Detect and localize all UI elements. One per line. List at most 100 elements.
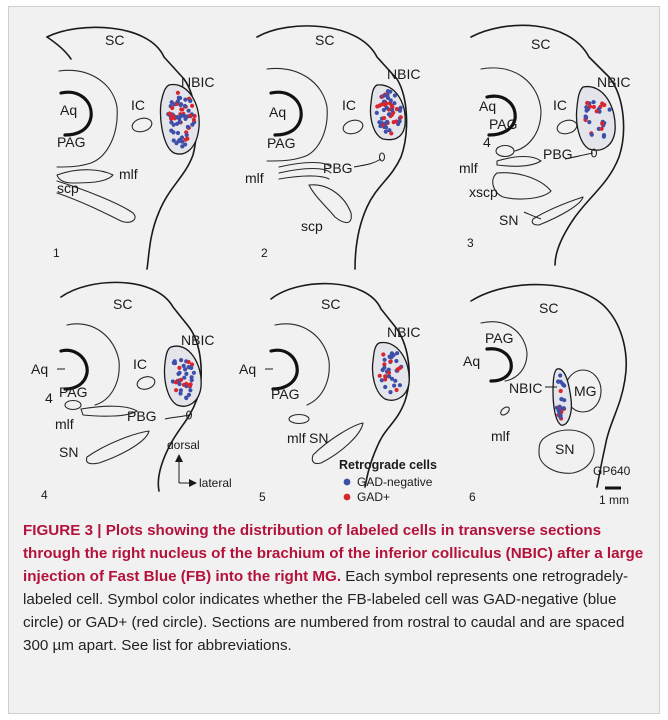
label-mlf: mlf: [119, 166, 138, 182]
labeled-cell-dot: [188, 388, 192, 392]
label-nbic: NBIC: [181, 332, 214, 348]
labeled-cell-dot: [385, 106, 389, 110]
label-pag: PAG: [489, 116, 518, 132]
label-pag: PAG: [485, 330, 514, 346]
labeled-cell-dot: [187, 360, 191, 364]
labeled-cell-dot: [392, 384, 396, 388]
labeled-cell-dot: [600, 101, 604, 105]
labeled-cell-dot: [387, 128, 391, 132]
label-mlf: mlf: [245, 170, 264, 186]
labeled-cell-dot: [592, 105, 596, 109]
nbic-outline: [577, 87, 616, 151]
labeled-cell-dot: [602, 133, 606, 137]
labeled-cell-dot: [173, 359, 177, 363]
labeled-cell-dot: [595, 109, 599, 113]
labeled-cell-dot: [389, 359, 393, 363]
labeled-cell-dot: [170, 106, 174, 110]
labeled-cell-dot: [171, 130, 175, 134]
labeled-cell-dot: [192, 118, 196, 122]
label-four: 4: [483, 134, 491, 150]
labeled-cell-dot: [388, 390, 392, 394]
labeled-cell-dot: [559, 397, 563, 401]
labeled-cell-dot: [188, 99, 192, 103]
label-aq: Aq: [463, 353, 480, 369]
labeled-cell-dot: [395, 388, 399, 392]
label-sn: SN: [59, 444, 78, 460]
label-mlf: mlf: [491, 428, 510, 444]
label-sc: SC: [315, 32, 334, 48]
labeled-cell-dot: [184, 372, 188, 376]
labeled-cell-dot: [590, 133, 594, 137]
labeled-cell-dot: [398, 109, 402, 113]
labeled-cell-dot: [189, 366, 193, 370]
labeled-cell-dot: [188, 114, 192, 118]
labeled-cell-dot: [179, 114, 183, 118]
panel-1: SC NBIC Aq IC PAG mlf scp 1: [47, 27, 214, 269]
labeled-cell-dot: [185, 133, 189, 137]
labeled-cell-dot: [585, 109, 589, 113]
labeled-cell-dot: [190, 123, 194, 127]
labeled-cell-dot: [385, 120, 389, 124]
labeled-cell-dot: [383, 385, 387, 389]
figure-frame: SC NBIC Aq IC PAG mlf scp 1: [8, 6, 660, 714]
labeled-cell-dot: [179, 358, 183, 362]
labeled-cell-dot: [169, 117, 173, 121]
labeled-cell-dot: [178, 371, 182, 375]
legend: Retrograde cells GAD-negative GAD+: [339, 458, 437, 504]
panel-number: 3: [467, 236, 474, 250]
label-xscp: xscp: [469, 184, 498, 200]
label-nbic: NBIC: [387, 324, 420, 340]
labeled-cell-dot: [184, 396, 188, 400]
panel-number: 1: [53, 246, 60, 260]
labeled-cell-dot: [186, 125, 190, 129]
labeled-cell-dot: [381, 352, 385, 356]
labeled-cell-dot: [399, 115, 403, 119]
labeled-cell-dot: [179, 378, 183, 382]
label-pag: PAG: [57, 134, 86, 150]
labeled-cell-dot: [384, 101, 388, 105]
label-nbic: NBIC: [387, 66, 420, 82]
scale-bar-label: 1 mm: [599, 493, 629, 507]
labeled-cell-dot: [588, 105, 592, 109]
label-sn: SN: [499, 212, 518, 228]
label-sc: SC: [105, 32, 124, 48]
panel-number: 5: [259, 490, 266, 504]
labeled-cell-dot: [398, 383, 402, 387]
labeled-cell-dot: [393, 379, 397, 383]
labeled-cell-dot: [183, 98, 187, 102]
labeled-cell-dot: [562, 406, 566, 410]
panel-number: 2: [261, 246, 268, 260]
labeled-cell-dot: [178, 120, 182, 124]
legend-gad-positive: GAD+: [357, 490, 390, 504]
labeled-cell-dot: [398, 119, 402, 123]
legend-title: Retrograde cells: [339, 458, 437, 472]
labeled-cell-dot: [389, 98, 393, 102]
labeled-cell-dot: [183, 104, 187, 108]
labeled-cell-dot: [378, 124, 382, 128]
label-sc: SC: [321, 296, 340, 312]
labeled-cell-dot: [168, 112, 172, 116]
label-pag: PAG: [267, 135, 296, 151]
panel-6: SC PAG Aq NBIC MG mlf SN GP640 1 mm 6: [463, 285, 631, 507]
label-ic: IC: [133, 356, 147, 372]
labeled-cell-dot: [396, 367, 400, 371]
labeled-cell-dot: [187, 383, 191, 387]
label-mlf: mlf: [287, 430, 306, 446]
labeled-cell-dot: [175, 115, 179, 119]
label-sc: SC: [531, 36, 550, 52]
labeled-cell-dot: [170, 100, 174, 104]
label-nbic: NBIC: [597, 74, 630, 90]
labeled-cell-dot: [394, 359, 398, 363]
label-scp: scp: [57, 180, 79, 196]
label-lateral: lateral: [199, 476, 232, 490]
labeled-cell-dot: [179, 107, 183, 111]
labeled-cell-dot: [192, 371, 196, 375]
labeled-cell-dot: [177, 139, 181, 143]
label-pbg: PBG: [323, 160, 353, 176]
labeled-cell-dot: [177, 96, 181, 100]
label-pag: PAG: [271, 386, 300, 402]
label-scp: scp: [301, 218, 323, 234]
labeled-cell-dot: [387, 112, 391, 116]
figure-caption: FIGURE 3 | Plots showing the distributio…: [23, 519, 647, 657]
label-pag: PAG: [59, 384, 88, 400]
